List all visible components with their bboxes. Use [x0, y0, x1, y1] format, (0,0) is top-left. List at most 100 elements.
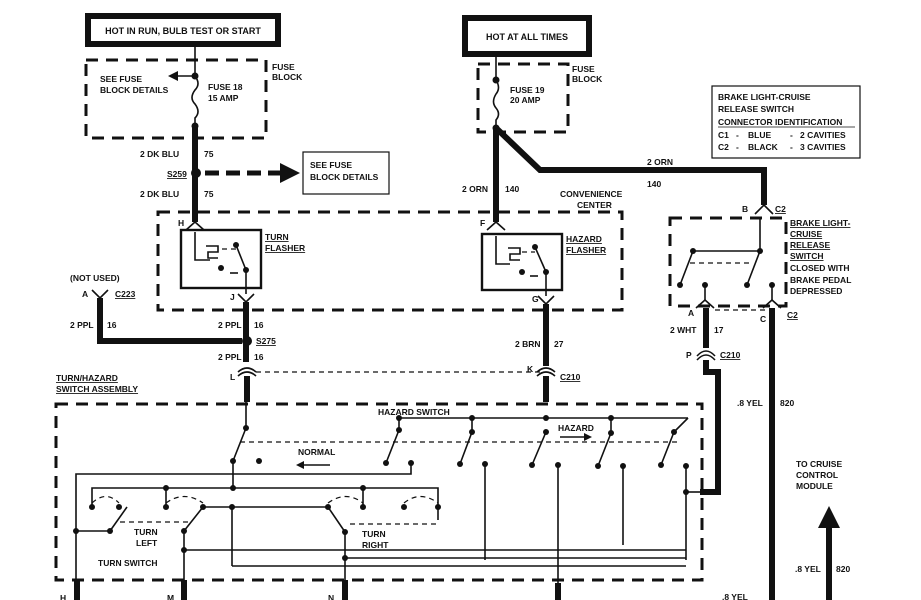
wire-ppl-c223-label: 2 PPL	[70, 320, 94, 330]
wire-ppl-c223-circuit: 16	[107, 320, 117, 330]
see-fuse-box-line-1: SEE FUSE	[310, 160, 352, 170]
connector-c210-p: C210	[720, 350, 741, 360]
not-used-label: (NOT USED)	[70, 273, 120, 283]
wire-wht-label: 2 WHT	[670, 325, 697, 335]
brake-light-switch: B C2 BRAKE LIGHT- CRUISE RELEASE SWITCH …	[668, 203, 851, 324]
connector-c210-k: C210	[560, 372, 581, 382]
fuse-18-rating: 15 AMP	[208, 93, 239, 103]
hazard-flasher-label-1: HAZARD	[566, 234, 602, 244]
connector-c223: C223	[115, 289, 136, 299]
wire-ppl-l-circuit: 16	[254, 352, 264, 362]
wire-yel-cruise-label: .8 YEL	[795, 564, 821, 574]
connector-c1-color: BLUE	[748, 130, 771, 140]
switch-assembly-label-2: SWITCH ASSEMBLY	[56, 384, 138, 394]
switch-assembly-label-1: TURN/HAZARD	[56, 373, 118, 383]
wire-orn-left-label: 2 ORN	[462, 184, 488, 194]
wire-ppl-j-label: 2 PPL	[218, 320, 242, 330]
wire-orn-right-circuit: 140	[647, 179, 661, 189]
power-source-right: HOT AT ALL TIMES	[462, 15, 592, 57]
wire-orn-right	[493, 125, 767, 205]
brake-switch-label-7: DEPRESSED	[790, 286, 842, 296]
connector-c2-cavities: 3 CAVITIES	[800, 142, 846, 152]
wire-brn-circuit: 27	[554, 339, 564, 349]
wire-wht-circuit: 17	[714, 325, 724, 335]
fuse-19-name: FUSE 19	[510, 85, 545, 95]
pin-j: J	[230, 292, 235, 302]
turn-flasher-label-2: FLASHER	[265, 243, 305, 253]
wire-dk-blu-bottom-label: 2 DK BLU	[140, 189, 179, 199]
see-fuse-details-1: SEE FUSE	[100, 74, 142, 84]
turn-flasher: H TURN FLASHER J	[178, 218, 305, 304]
power-source-left: HOT IN RUN, BULB TEST OR START	[85, 13, 281, 47]
connector-c2-top: C2	[775, 204, 786, 214]
brake-switch-label-3: RELEASE	[790, 240, 830, 250]
arrow-left-icon	[168, 71, 178, 81]
arrow-right-icon	[280, 163, 300, 183]
fuse-block-right-label-1: FUSE	[572, 64, 595, 74]
fuse-block-left-label-1: FUSE	[272, 62, 295, 72]
pin-bottom-h: H	[60, 593, 66, 600]
arrow-hazard-icon	[584, 433, 592, 441]
brake-switch-label-1: BRAKE LIGHT-	[790, 218, 851, 228]
arrow-normal-icon	[296, 461, 304, 469]
fuse-18-icon	[191, 75, 199, 126]
turn-flasher-label-1: TURN	[265, 232, 289, 242]
hazard-label: HAZARD	[558, 423, 594, 433]
wire-yel-cruise-circuit: 820	[836, 564, 850, 574]
wire-yel-right-label: .8 YEL	[737, 398, 763, 408]
connector-id-line-1: BRAKE LIGHT-CRUISE	[718, 92, 811, 102]
normal-label: NORMAL	[298, 447, 335, 457]
hazard-switch-contacts	[75, 402, 700, 600]
fuse-19-rating: 20 AMP	[510, 95, 541, 105]
arrow-up-icon	[818, 506, 840, 528]
connector-id-box: BRAKE LIGHT-CRUISE RELEASE SWITCH CONNEC…	[711, 85, 861, 159]
splice-s259-label: S259	[167, 169, 187, 179]
fuse-block-left: FUSE BLOCK SEE FUSE BLOCK DETAILS FUSE 1…	[84, 44, 303, 140]
pin-f: F	[480, 218, 485, 228]
wire-ppl-j-circuit: 16	[254, 320, 264, 330]
convenience-center-label-1: CONVENIENCE	[560, 189, 623, 199]
wire-brn-label: 2 BRN	[515, 339, 541, 349]
hazard-switch-label: HAZARD SWITCH	[378, 407, 450, 417]
pin-p: P	[686, 350, 692, 360]
connector-c1-id: C1	[718, 130, 729, 140]
convenience-center-box	[156, 210, 624, 312]
connector-c1-dash: -	[736, 130, 739, 140]
turn-left-label-2: LEFT	[136, 538, 158, 548]
pin-c: C	[760, 314, 766, 324]
fuse-block-right-label-2: BLOCK	[572, 74, 603, 84]
see-fuse-details-2: BLOCK DETAILS	[100, 85, 169, 95]
splice-s275-label: S275	[256, 336, 276, 346]
connector-c1-dash2: -	[790, 130, 793, 140]
connector-c2-dash: -	[736, 142, 739, 152]
fuse-19-icon	[492, 79, 500, 128]
pin-b: B	[742, 204, 748, 214]
wire-dk-blu-top-label: 2 DK BLU	[140, 149, 179, 159]
connector-c2-bottom: C2	[787, 310, 798, 320]
pin-g: G	[532, 294, 539, 304]
turn-left-label-1: TURN	[134, 527, 158, 537]
brake-switch-label-6: BRAKE PEDAL	[790, 275, 851, 285]
wire-dk-blu-top-circuit: 75	[204, 149, 214, 159]
connector-c2-id: C2	[718, 142, 729, 152]
connector-id-line-3: CONNECTOR IDENTIFICATION	[718, 117, 842, 127]
hazard-flasher-label-2: FLASHER	[566, 245, 606, 255]
cruise-module-label-3: MODULE	[796, 481, 833, 491]
brake-switch-label-5: CLOSED WITH	[790, 263, 850, 273]
connector-c1-cavities: 2 CAVITIES	[800, 130, 846, 140]
pin-bottom-n: N	[328, 593, 334, 600]
pin-a-switch: A	[688, 308, 694, 318]
turn-right-label-1: TURN	[362, 529, 386, 539]
fuse-block-left-label-2: BLOCK	[272, 72, 303, 82]
splice-s259	[191, 168, 201, 178]
cruise-module-label-2: CONTROL	[796, 470, 838, 480]
connector-id-line-2: RELEASE SWITCH	[718, 104, 794, 114]
cruise-module-label-1: TO CRUISE	[796, 459, 842, 469]
wire-yel-right-circuit: 820	[780, 398, 794, 408]
wire-dk-blu-bottom-circuit: 75	[204, 189, 214, 199]
hazard-flasher: F HAZARD FLASHER G	[480, 218, 606, 306]
wire-wht	[700, 360, 721, 495]
wire-ppl-c223	[97, 298, 242, 344]
pin-k: K	[527, 364, 534, 374]
